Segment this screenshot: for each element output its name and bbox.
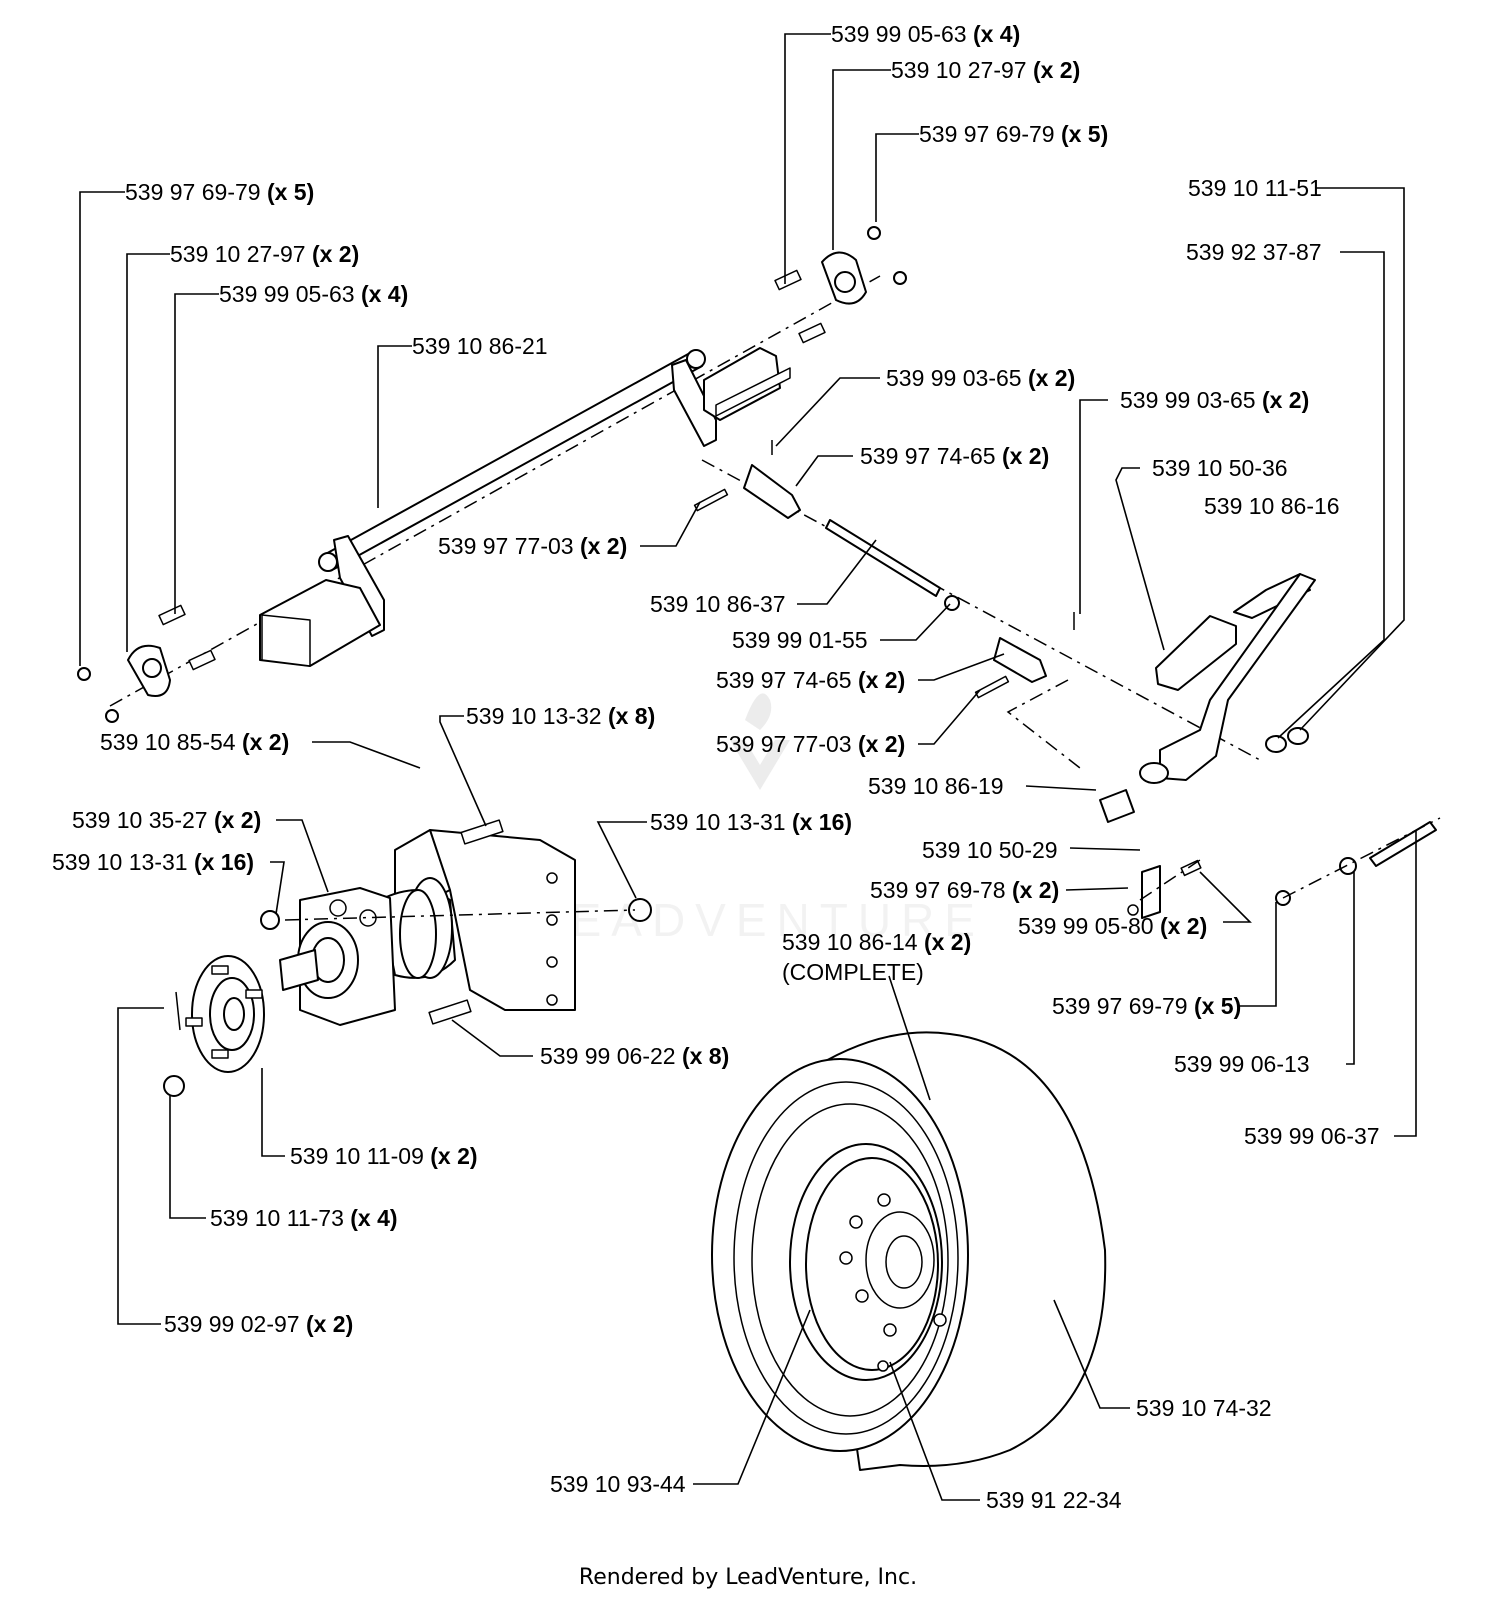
callout-l13: 539 10 50-36 — [1152, 455, 1288, 481]
callout-l38: 539 10 93-44 — [550, 1471, 686, 1497]
callout-l14: 539 10 86-16 — [1204, 493, 1340, 519]
callout-l29: 539 10 86-14 (x 2) — [782, 929, 971, 955]
hydraulic-motor-assembly — [260, 819, 652, 1026]
callout-l23: 539 10 35-27 (x 2) — [72, 807, 261, 833]
callout-l26: 539 10 50-29 — [922, 837, 1058, 863]
brake-bracket-hardware — [1127, 817, 1441, 919]
callout-l39: 539 91 22-34 — [986, 1487, 1122, 1513]
callout-l27: 539 97 69-78 (x 2) — [870, 877, 1059, 903]
wheel-and-tire — [711, 1031, 1107, 1471]
callout-l34: 539 10 11-09 (x 2) — [290, 1143, 478, 1169]
callout-l17: 539 99 01-55 — [732, 627, 868, 653]
callout-l37: 539 10 74-32 — [1136, 1395, 1272, 1421]
callout-l16: 539 10 86-37 — [650, 591, 786, 617]
callout-l24: 539 10 13-31 (x 16) — [650, 809, 852, 835]
callout-l25: 539 10 13-31 (x 16) — [52, 849, 254, 875]
callout-l07: 539 10 86-21 — [412, 333, 548, 359]
callout-l33: 539 99 06-37 — [1244, 1123, 1380, 1149]
complete-note: (COMPLETE) — [782, 959, 924, 985]
wheel-hub — [163, 955, 265, 1097]
part-labels: 539 99 05-63 (x 4) 539 10 27-97 (x 2) 53… — [52, 21, 1380, 1513]
callout-l10: 539 99 03-65 (x 2) — [886, 365, 1075, 391]
callout-l32: 539 99 06-13 — [1174, 1051, 1310, 1077]
axle-bar-assembly — [77, 226, 907, 723]
callout-l18: 539 97 74-65 (x 2) — [716, 667, 905, 693]
footer-credit: Rendered by LeadVenture, Inc. — [579, 1565, 917, 1590]
watermark-logo: LEADVENTURE — [535, 693, 985, 946]
callout-l35: 539 10 11-73 (x 4) — [210, 1205, 398, 1231]
callout-l22: 539 10 86-19 — [868, 773, 1004, 799]
pedal-lever — [1099, 573, 1316, 823]
callout-l30: 539 97 69-79 (x 5) — [1052, 993, 1241, 1019]
callout-l03: 539 97 69-79 (x 5) — [919, 121, 1108, 147]
callout-l01: 539 99 05-63 (x 4) — [831, 21, 1020, 47]
callout-l11: 539 99 03-65 (x 2) — [1120, 387, 1309, 413]
callout-l15: 539 97 77-03 (x 2) — [438, 533, 627, 559]
callout-l06: 539 99 05-63 (x 4) — [219, 281, 408, 307]
callout-l19: 539 10 13-32 (x 8) — [466, 703, 655, 729]
callout-l08: 539 10 11-51 — [1188, 175, 1322, 201]
callout-l31: 539 99 06-22 (x 8) — [540, 1043, 729, 1069]
leader-lines — [79, 33, 1417, 1501]
callout-l12: 539 97 74-65 (x 2) — [860, 443, 1049, 469]
callout-l04: 539 97 69-79 (x 5) — [125, 179, 314, 205]
callout-l36: 539 99 02-97 (x 2) — [164, 1311, 353, 1337]
callout-l05: 539 10 27-97 (x 2) — [170, 241, 359, 267]
callout-l21: 539 97 77-03 (x 2) — [716, 731, 905, 757]
callout-l02: 539 10 27-97 (x 2) — [891, 57, 1080, 83]
callout-l20: 539 10 85-54 (x 2) — [100, 729, 289, 755]
linkage-rod-assembly — [693, 440, 1261, 769]
callout-l09: 539 92 37-87 — [1186, 239, 1322, 265]
callout-l28: 539 99 05-80 (x 2) — [1018, 913, 1207, 939]
watermark-text: LEADVENTURE — [535, 894, 985, 946]
